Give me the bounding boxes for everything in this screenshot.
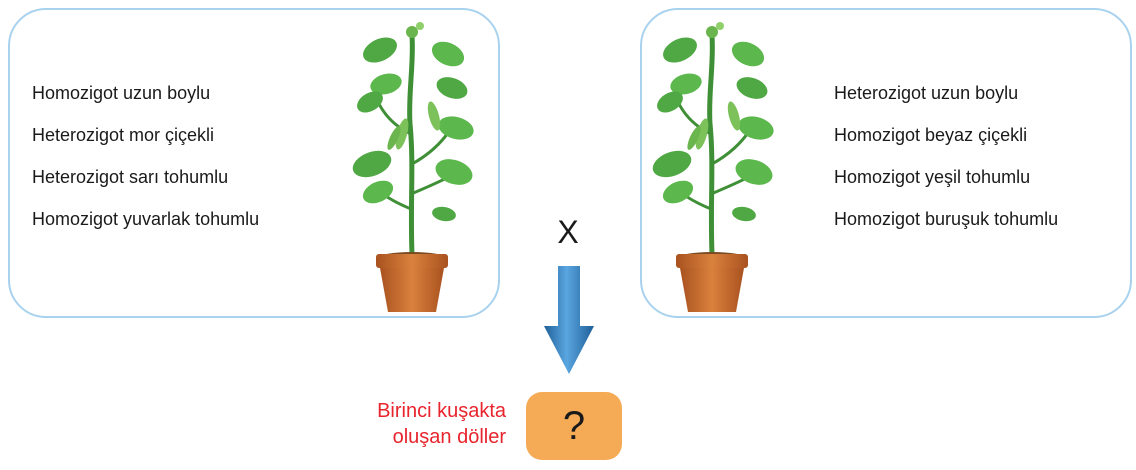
trait-item: Homozigot uzun boylu [32,83,211,103]
trait-item: Heterozigot uzun boylu [834,83,1019,103]
parent-left-traits: Homozigot uzun boylu Heterozigot mor çiç… [32,72,259,240]
trait-item: Heterozigot sarı tohumlu [32,167,229,187]
down-arrow-icon [544,266,594,374]
cross-symbol: X [557,214,579,250]
unknown-offspring-box: ? [526,392,622,460]
trait-item: Homozigot yuvarlak tohumlu [32,209,260,229]
parent-right-traits: Heterozigot uzun boylu Homozigot beyaz ç… [834,72,1058,240]
offspring-label-line2: oluşan döller [392,426,506,448]
trait-item: Homozigot beyaz çiçekli [834,125,1028,145]
pea-plant-illustration [350,14,474,314]
parent-right-panel: Heterozigot uzun boylu Homozigot beyaz ç… [640,8,1132,318]
trait-item: Heterozigot mor çiçekli [32,125,215,145]
trait-item: Homozigot yeşil tohumlu [834,167,1031,187]
parent-left-panel: Homozigot uzun boylu Heterozigot mor çiç… [8,8,500,318]
offspring-label-line1: Birinci kuşakta [377,400,506,422]
offspring-label: Birinci kuşakta oluşan döller [320,398,506,450]
pea-plant-illustration [650,14,774,314]
trait-item: Homozigot buruşuk tohumlu [834,209,1059,229]
